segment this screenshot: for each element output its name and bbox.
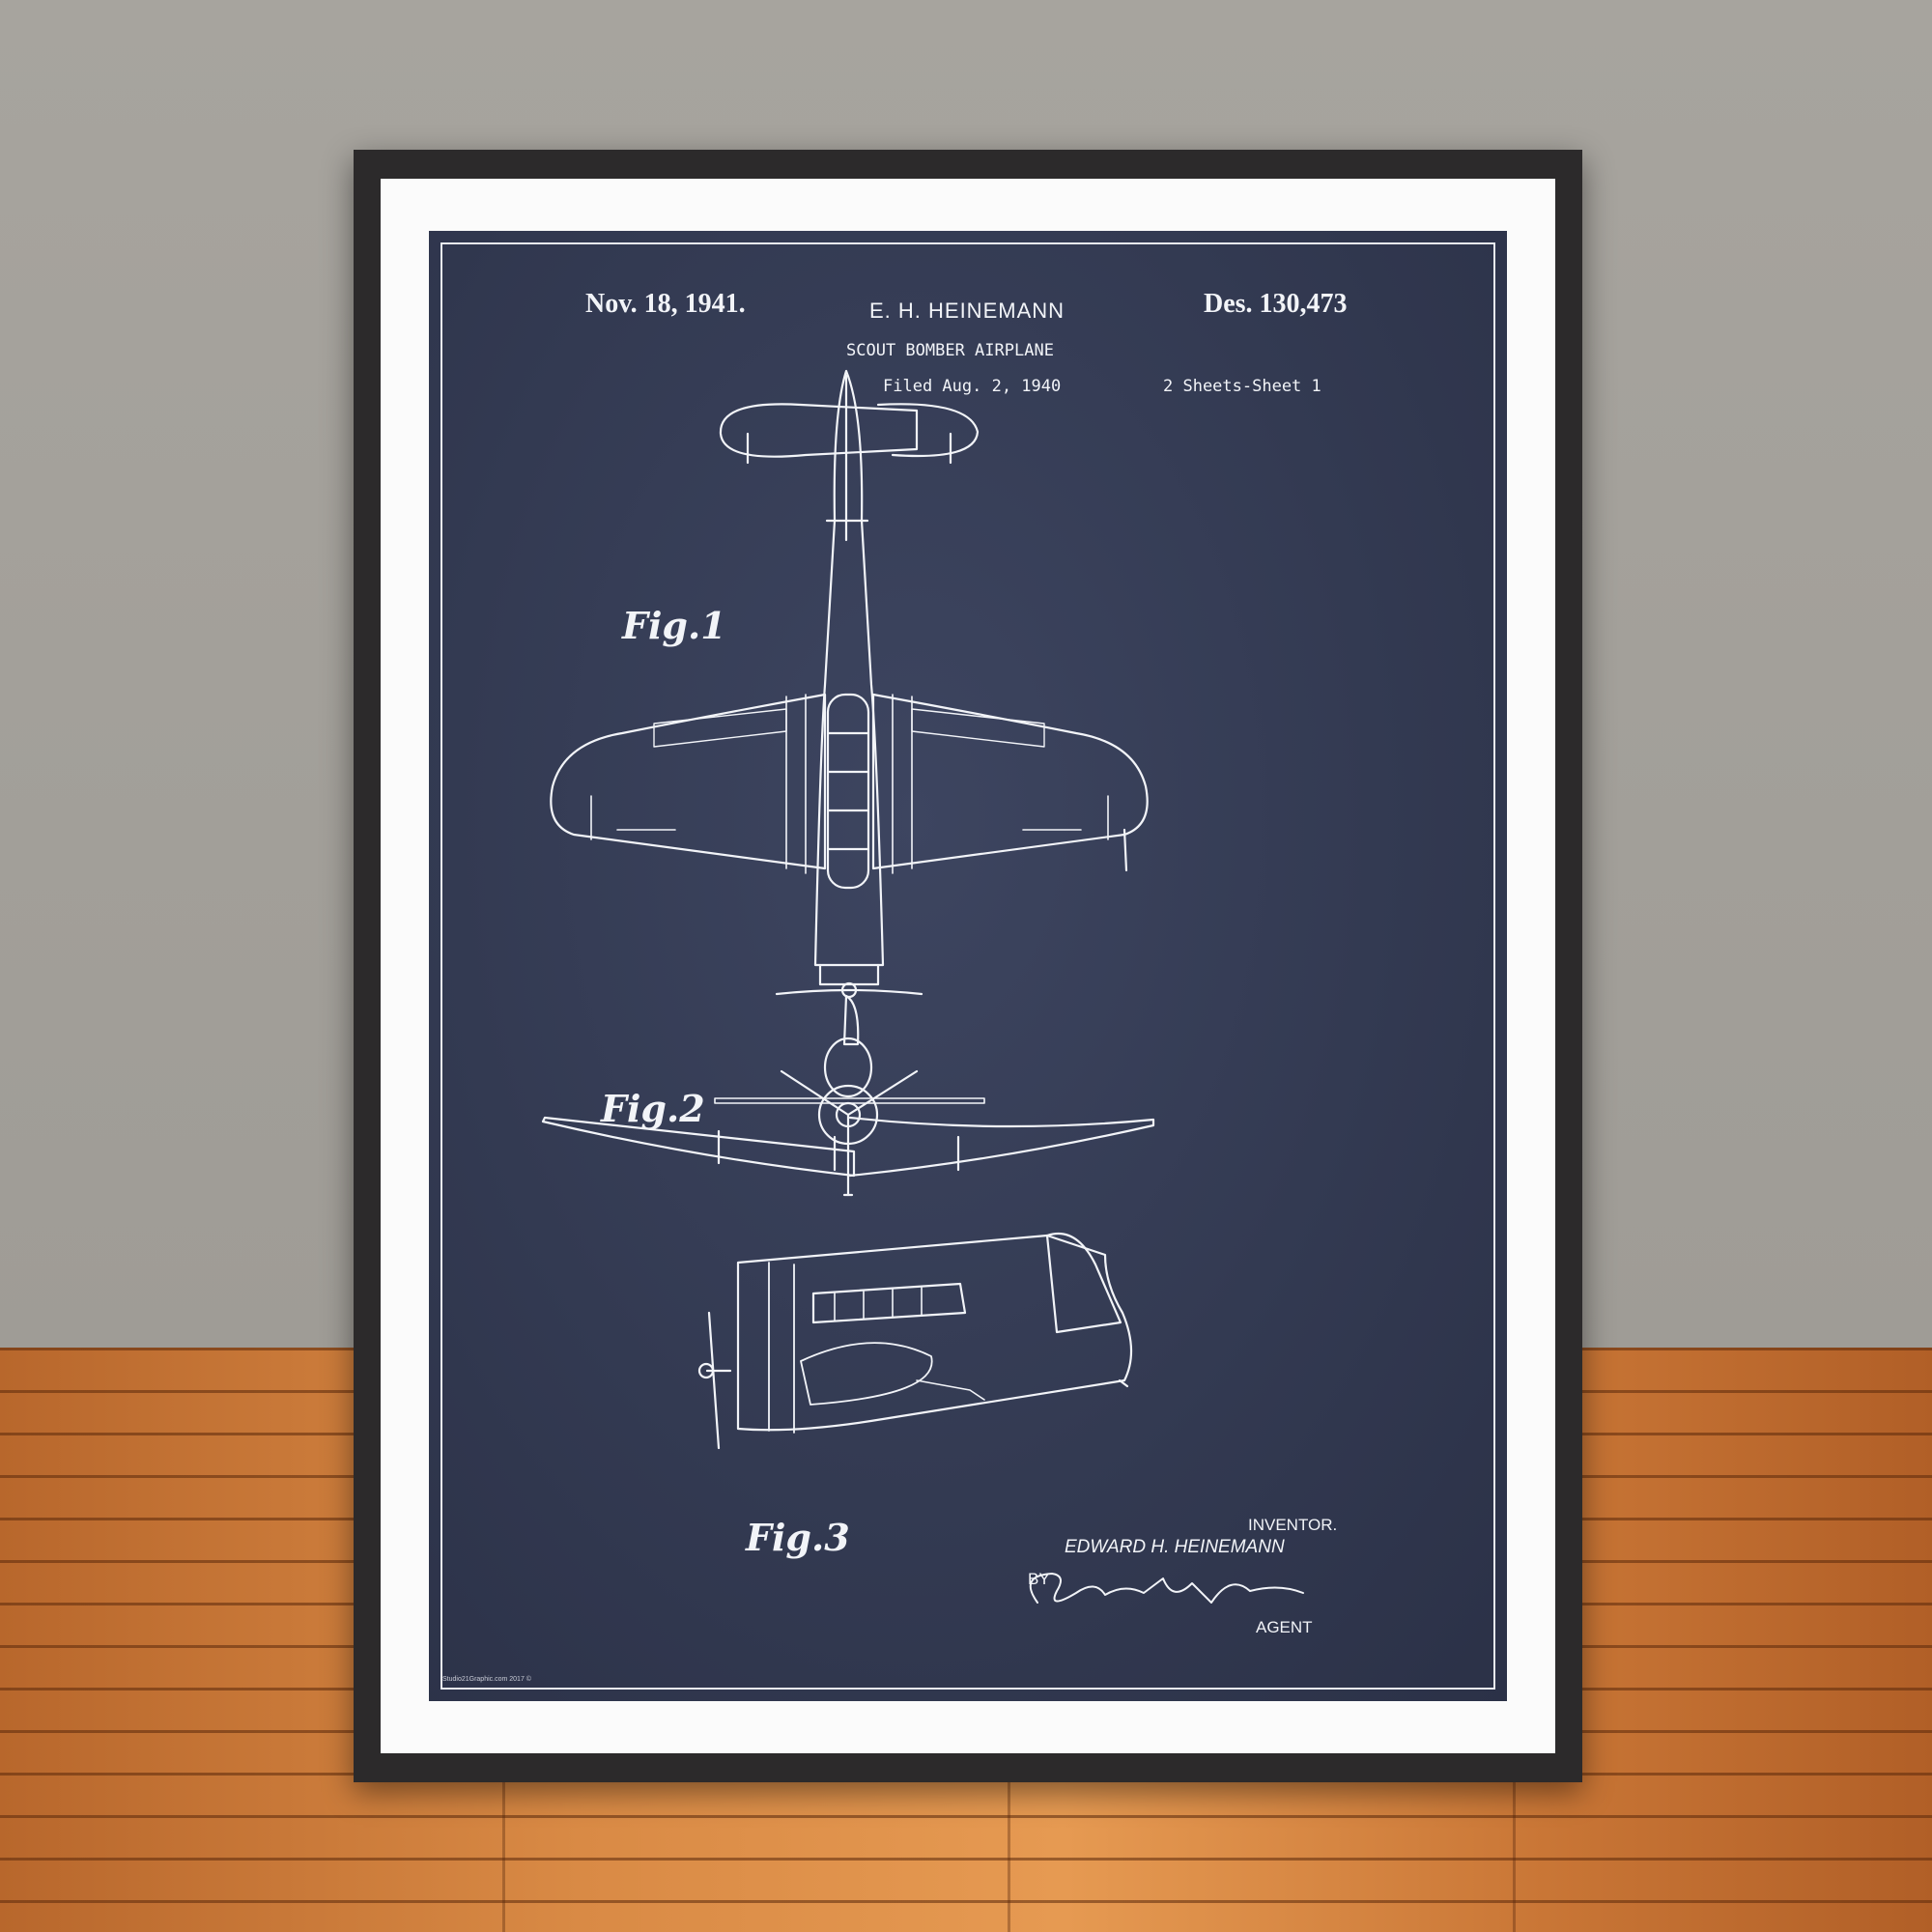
airplane-top-view xyxy=(550,369,1149,999)
agent-label: AGENT xyxy=(1256,1618,1313,1636)
picture-frame: Nov. 18, 1941. E. H. HEINEMANN Des. 130,… xyxy=(354,150,1582,1782)
inventor-label: INVENTOR. xyxy=(1248,1516,1338,1534)
inventor-name: EDWARD H. HEINEMANN xyxy=(1065,1537,1285,1557)
airplane-drawings xyxy=(541,369,1304,1604)
patent-sheets: 2 Sheets-Sheet 1 xyxy=(1163,377,1321,396)
airplane-side-view xyxy=(697,1232,1133,1450)
blueprint-print: Nov. 18, 1941. E. H. HEINEMANN Des. 130,… xyxy=(429,231,1507,1701)
figure-3-label: Fig.3 xyxy=(746,1516,850,1559)
figure-2-label: Fig.2 xyxy=(601,1087,705,1130)
print-inner-border xyxy=(440,242,1495,1690)
patent-inventor-header: E. H. HEINEMANN xyxy=(869,298,1065,323)
patent-filed-date: Filed Aug. 2, 1940 xyxy=(883,377,1062,396)
white-mat: Nov. 18, 1941. E. H. HEINEMANN Des. 130,… xyxy=(381,179,1555,1753)
patent-title: SCOUT BOMBER AIRPLANE xyxy=(846,341,1054,360)
patent-number: Des. 130,473 xyxy=(1204,289,1348,319)
patent-date: Nov. 18, 1941. xyxy=(585,289,746,319)
by-label: BY xyxy=(1028,1570,1050,1588)
agent-signature-icon xyxy=(1029,1573,1304,1604)
airplane-front-view xyxy=(541,994,1155,1197)
print-credit: Studio21Graphic.com 2017 © xyxy=(442,1676,531,1683)
figure-1-label: Fig.1 xyxy=(622,604,726,647)
